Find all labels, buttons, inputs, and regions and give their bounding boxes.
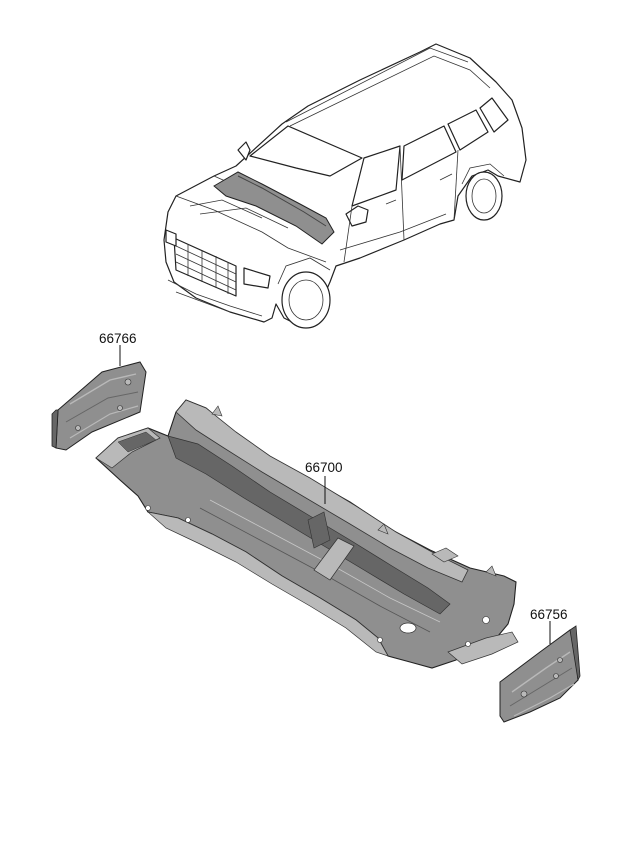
vehicle-cowl-highlight [213,171,335,245]
part-number-66766: 66766 [99,331,137,346]
part-66766-side-panel-left [51,361,147,451]
part-66756-side-panel-right [499,625,581,723]
part-66700-cowl-panel [95,399,519,669]
part-number-66756: 66756 [530,607,568,622]
part-number-66700: 66700 [305,460,343,475]
vehicle-illustration [163,43,527,329]
